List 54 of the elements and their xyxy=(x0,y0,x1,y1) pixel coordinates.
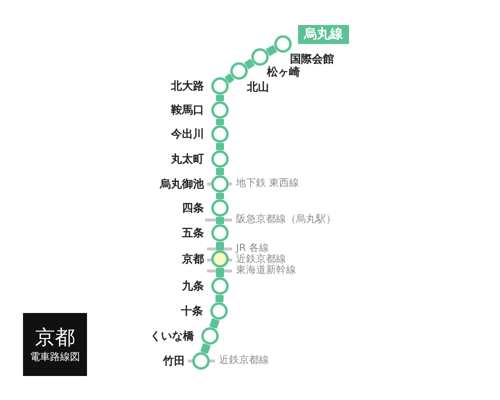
station-name: 四条 xyxy=(182,202,204,214)
track-line xyxy=(266,44,278,56)
station-name: 今出川 xyxy=(171,128,204,140)
track-line xyxy=(216,268,224,278)
station-circle xyxy=(211,77,229,95)
track-line xyxy=(224,73,234,84)
station-name: 京都 xyxy=(182,254,204,264)
station-circle xyxy=(230,62,248,80)
station-circle xyxy=(211,277,229,295)
station-name: 北大路 xyxy=(171,80,204,92)
transfer-line-label: 近鉄京都線 xyxy=(236,255,286,265)
station-name: 松ヶ崎 xyxy=(267,66,300,78)
transfer-line-label: 地下鉄 東西線 xyxy=(236,179,300,189)
track-line xyxy=(216,242,224,250)
transfer-line-label: 東海道新幹線 xyxy=(236,266,296,276)
station-name: 烏丸御池 xyxy=(160,178,204,190)
track-line xyxy=(209,318,220,329)
station-circle xyxy=(201,327,219,345)
map-subtitle: 電車路線図 xyxy=(30,352,80,362)
station-circle xyxy=(274,35,292,53)
station-circle xyxy=(211,175,229,193)
station-name: くいな橋 xyxy=(150,330,194,342)
station-name: 九条 xyxy=(182,280,204,292)
station-circle xyxy=(251,48,269,66)
transfer-line-label: JR 各線 xyxy=(236,244,270,254)
track-line xyxy=(216,168,224,176)
track-line xyxy=(216,94,224,102)
city-name: 京都 xyxy=(35,326,75,346)
station-name: 竹田 xyxy=(163,356,185,366)
station-circle xyxy=(211,199,229,217)
map-title-panel xyxy=(23,313,87,376)
track-line xyxy=(216,192,224,200)
station-name: 鞍馬口 xyxy=(171,104,204,116)
transfer-line-label: 阪急京都線（烏丸駅） xyxy=(236,215,336,225)
station-name: 国際会館 xyxy=(290,54,334,64)
station-circle xyxy=(192,352,210,370)
station-circle xyxy=(210,302,228,320)
station-circle xyxy=(211,101,229,119)
track-line xyxy=(216,118,224,126)
station-circle xyxy=(211,150,229,168)
track-line xyxy=(200,343,211,354)
track-line xyxy=(244,58,255,70)
track-line xyxy=(216,142,224,150)
station-circle xyxy=(211,125,229,143)
station-name: 十条 xyxy=(181,306,203,316)
station-circle xyxy=(211,224,229,242)
station-name: 丸太町 xyxy=(171,154,204,164)
transfer-line-label: 近鉄京都線 xyxy=(219,356,269,366)
station-name: 北山 xyxy=(247,82,269,92)
line-name-tag: 烏丸線 xyxy=(298,25,349,44)
track-line xyxy=(216,216,224,224)
track-line xyxy=(215,294,224,302)
station-circle xyxy=(211,250,229,268)
station-name: 五条 xyxy=(182,228,204,238)
